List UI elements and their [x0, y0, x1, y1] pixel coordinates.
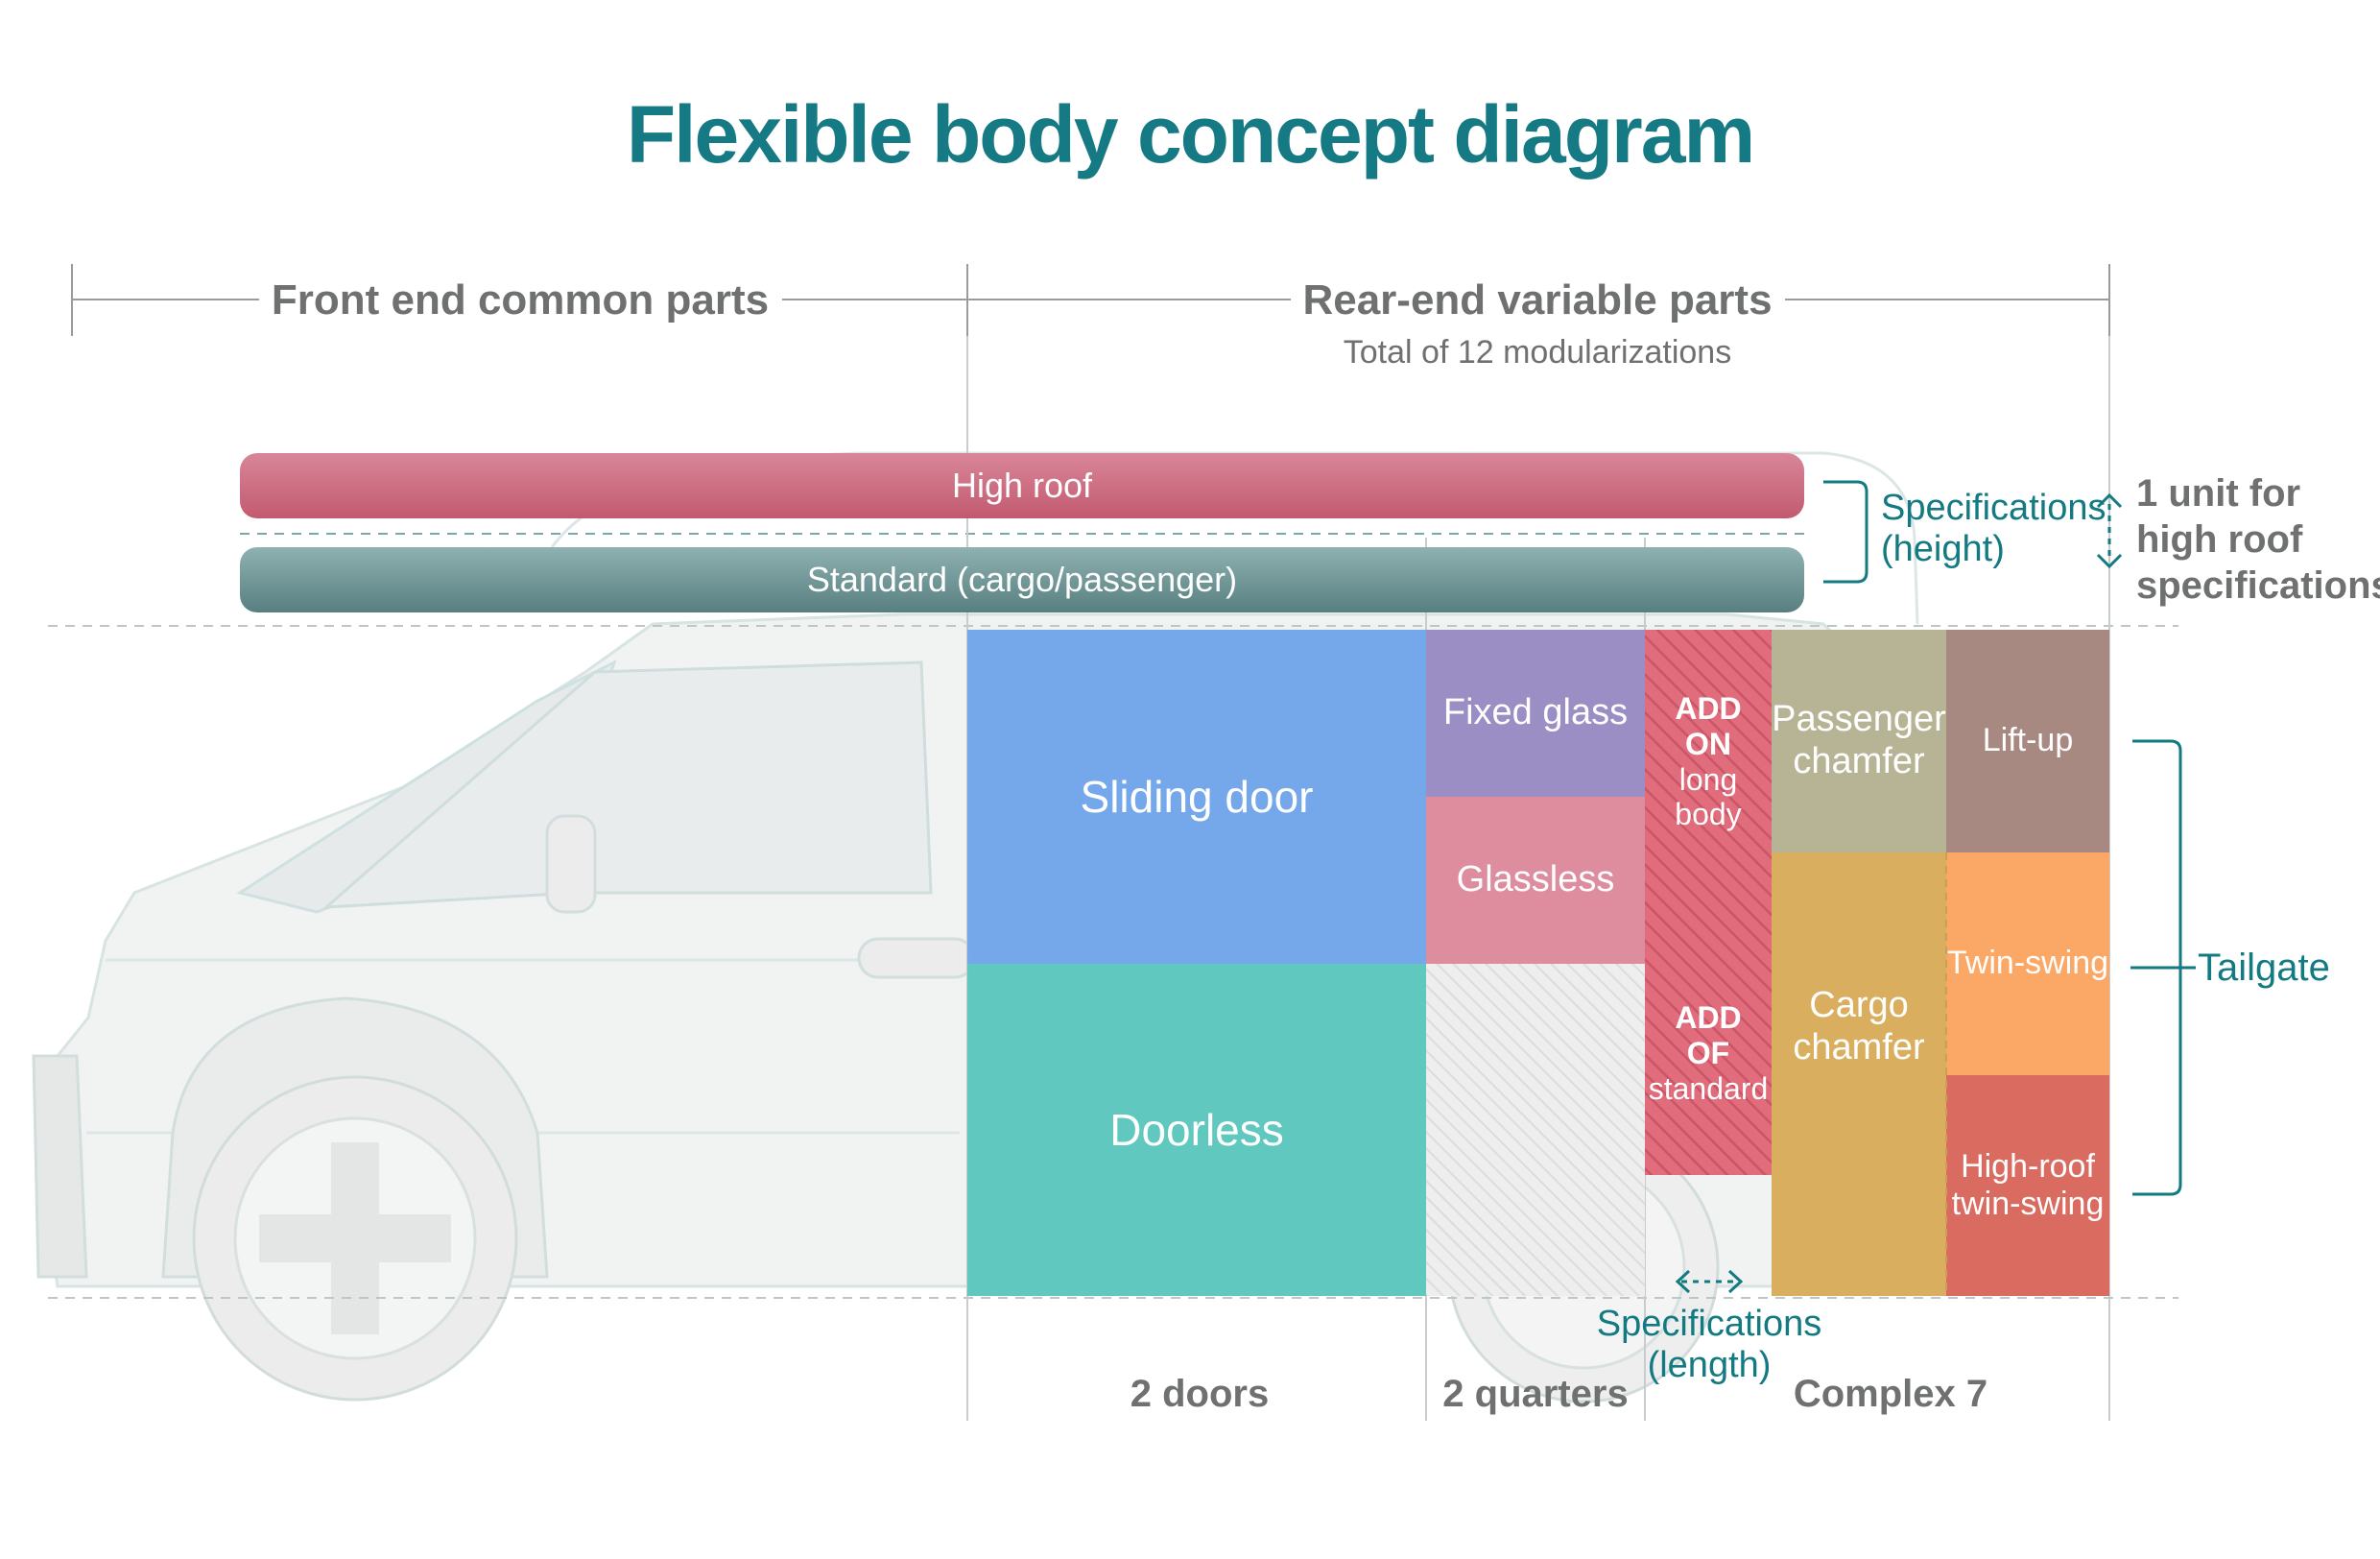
standard-roof-bar	[240, 547, 1804, 612]
high-roof-twin-swing-block-bg	[1946, 1075, 2109, 1296]
glassless-module: Glassless	[1456, 859, 1615, 900]
passenger-chamfer-module: Passenger chamfer	[1772, 699, 1946, 781]
lift-up-module: Lift-up	[1982, 722, 2074, 759]
spec-length-annotation: Specifications (length)	[1596, 1304, 1822, 1385]
long-body-block-bg	[1645, 630, 1772, 1175]
add-of-standard-module: ADD OF standard	[1648, 1000, 1769, 1106]
group-label-quarters: 2 quarters	[1442, 1373, 1629, 1415]
tailgate-label: Tailgate	[2198, 947, 2330, 989]
high-roof-bar	[240, 453, 1804, 518]
cargo-chamfer-module: Cargo chamfer	[1793, 985, 1925, 1067]
high-roof-label: High roof	[951, 466, 1093, 505]
add-on-long-body-module: ADD ON long body	[1675, 691, 1742, 832]
twin-swing-module: Twin-swing	[1946, 945, 2109, 982]
lift-up-block-bg	[1946, 630, 2109, 852]
cargo-chamfer-block-bg	[1772, 852, 1946, 1296]
page-title: Flexible body concept diagram	[626, 89, 1755, 180]
sliding-door-block-bg	[967, 630, 1426, 964]
sliding-door-module: Sliding door	[1080, 771, 1314, 822]
front-section-label: Front end common parts	[271, 276, 770, 324]
rear-section-label: Rear-end variable parts	[1302, 276, 1773, 324]
group-label-doors: 2 doors	[1130, 1373, 1270, 1415]
fixed-glass-block-bg	[1426, 630, 1645, 797]
twin-swing-block-bg	[1946, 852, 2109, 1075]
fixed-glass-module: Fixed glass	[1442, 692, 1629, 733]
doorless-block-bg	[967, 964, 1426, 1296]
standard-roof-label: Standard (cargo/passenger)	[806, 560, 1238, 599]
passenger-chamfer-block-bg	[1772, 630, 1946, 852]
group-label-complex: Complex 7	[1793, 1373, 1988, 1415]
high-roof-twin-swing-module: High-roof twin-swing	[1951, 1147, 2105, 1222]
rear-section-sublabel: Total of 12 modularizations	[1343, 334, 1732, 371]
doorless-module: Doorless	[1109, 1104, 1284, 1155]
spec-height-annotation: Specifications (height)	[1881, 488, 2106, 569]
glassless-block-bg	[1426, 797, 1645, 964]
empty-quarter-block	[1426, 964, 1645, 1296]
high-roof-note: 1 unit for high roof specifications	[2136, 472, 2380, 607]
